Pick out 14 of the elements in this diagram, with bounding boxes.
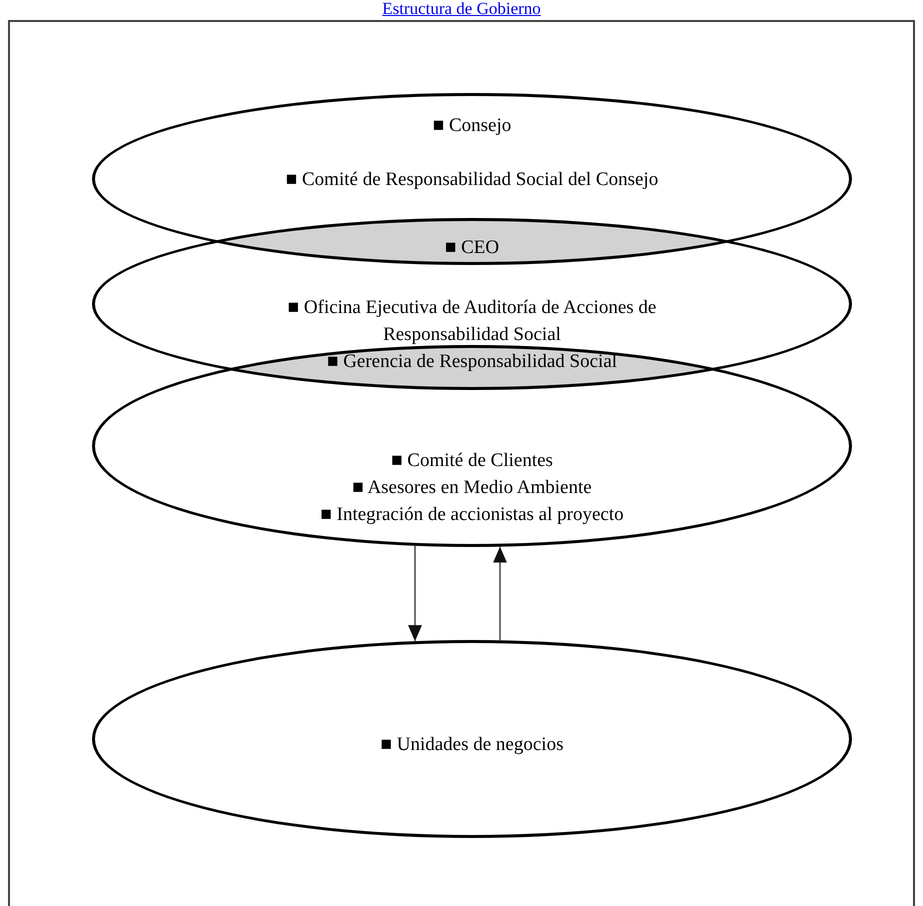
node-text: ■ CEO [444,236,500,260]
node-text: ■ Consejo [432,114,512,138]
node-text: ■ Unidades de negocios [380,733,564,757]
title-link: Estructura de Gobierno [382,0,541,18]
ellipse-layer [92,640,852,838]
node-text: ■ Integración de accionistas al proyecto [320,503,624,527]
node-text: ■ Comité de Clientes [391,449,553,473]
ellipse-layer [92,345,852,547]
node-text: ■ Oficina Ejecutiva de Auditoría de Acciones de Responsabilidad Social [286,296,658,347]
node-text: ■ Gerencia de Responsabilidad Social [326,350,618,374]
arrow [408,545,422,642]
arrow [493,546,507,641]
node-text: ■ Comité de Responsabilidad Social del Consejo [286,168,658,192]
node-text: ■ Asesores en Medio Ambiente [352,476,592,500]
